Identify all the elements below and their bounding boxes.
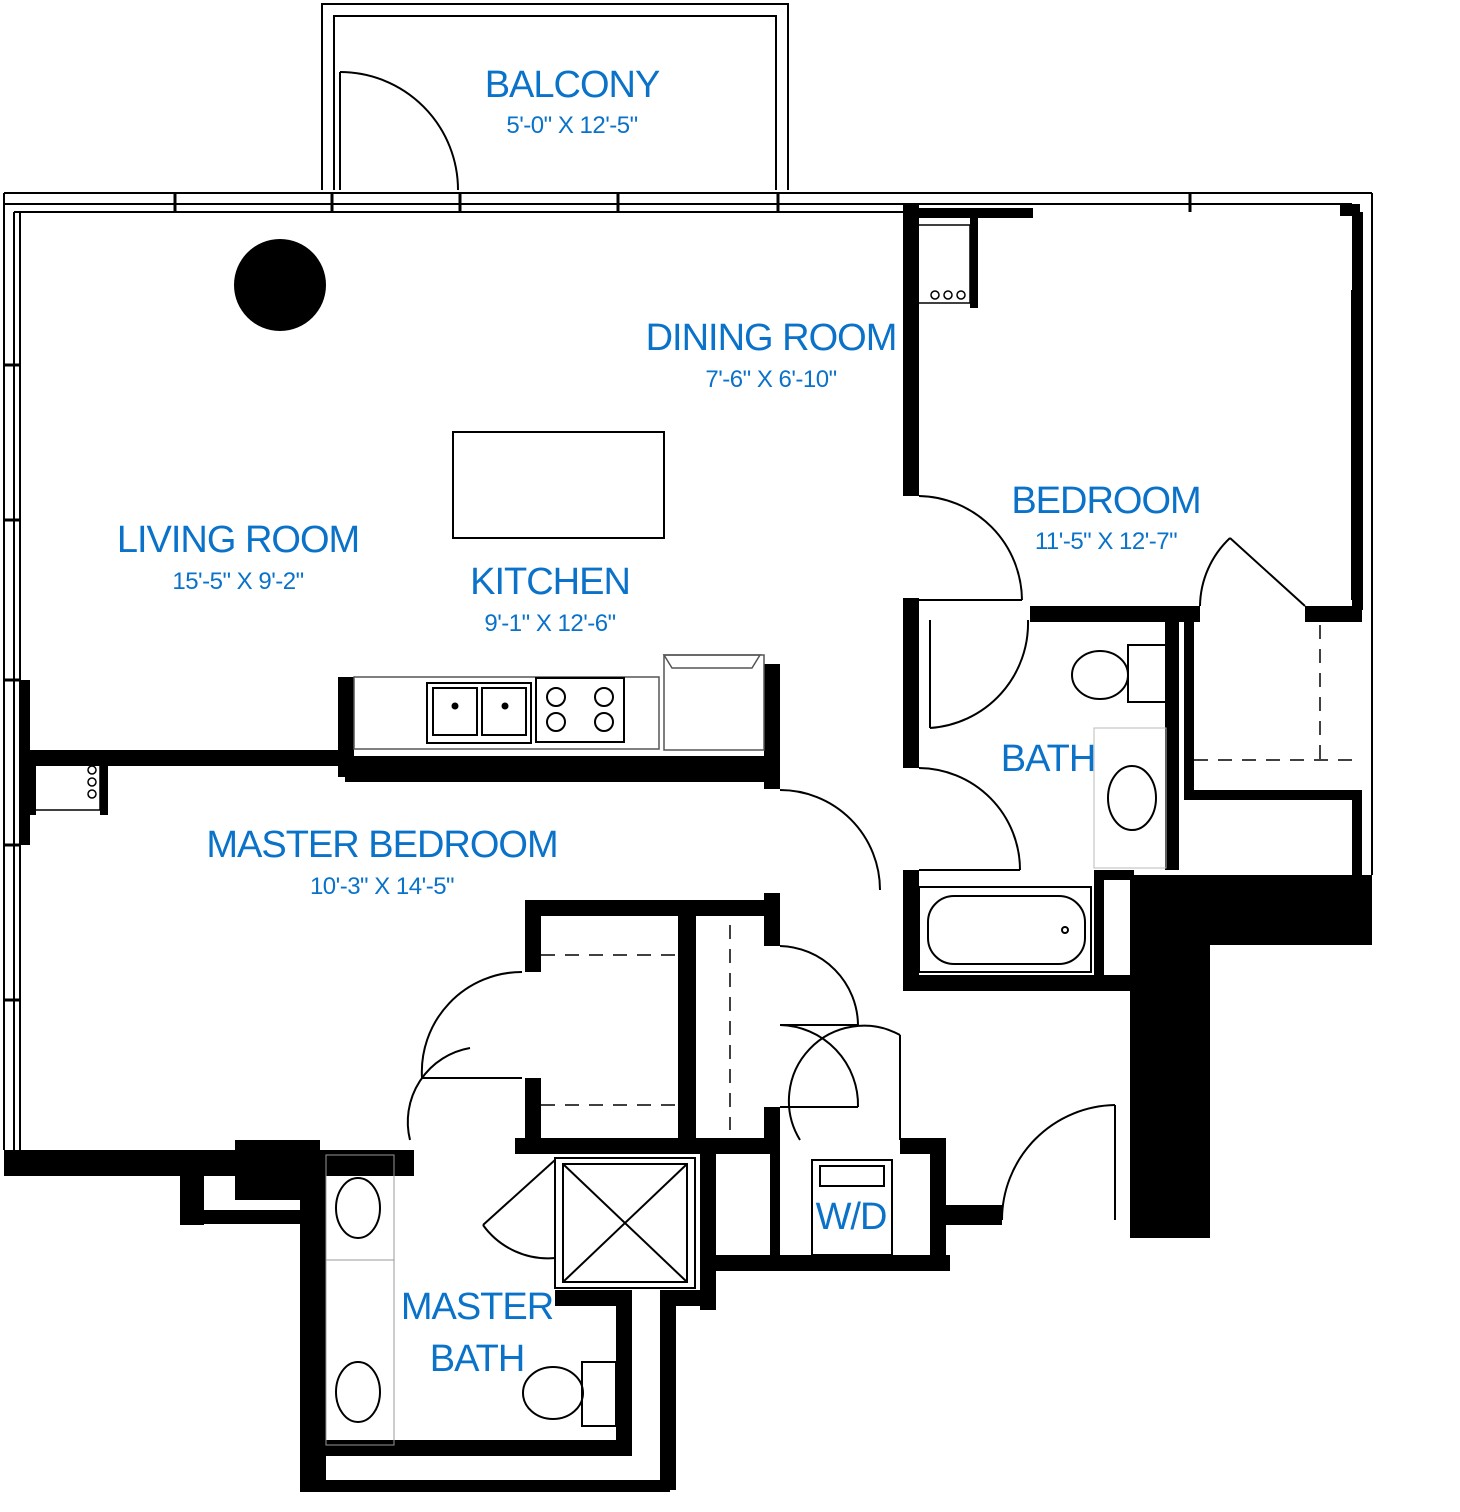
washer-dryer-icon xyxy=(811,1159,893,1256)
balcony-railing xyxy=(321,3,789,190)
wd-name: W/D xyxy=(815,1196,888,1238)
dining-room-dims: 7'-6" X 6'-10" xyxy=(705,366,837,393)
master-bath-name-line2: BATH xyxy=(429,1338,526,1380)
kitchen-island xyxy=(452,431,665,539)
stove-icon xyxy=(535,677,625,743)
master-bath-name-line1: MASTER xyxy=(400,1286,554,1328)
balcony-name: BALCONY xyxy=(484,64,661,106)
living-room-name: LIVING ROOM xyxy=(116,519,360,561)
master-bedroom-name: MASTER BEDROOM xyxy=(206,824,558,866)
sink-icon xyxy=(325,727,1167,1446)
bedroom-name: BEDROOM xyxy=(1011,480,1201,522)
balcony-dims: 5'-0" X 12'-5" xyxy=(506,112,638,139)
balcony-door-icon xyxy=(339,71,459,191)
kitchen-dims: 9'-1" X 12'-6" xyxy=(484,610,616,637)
bedroom-dims: 11'-5" X 12'-7" xyxy=(1034,528,1178,555)
column-icon xyxy=(234,239,326,331)
living-room-dims: 15'-5" X 9'-2" xyxy=(172,568,304,595)
kitchen-counter xyxy=(353,654,765,751)
kitchen-sink-icon xyxy=(426,682,532,744)
kitchen-name: KITCHEN xyxy=(470,561,631,603)
interior-walls xyxy=(4,204,1372,1492)
master-bedroom-dims: 10'-3" X 14'-5" xyxy=(309,873,455,900)
bathtub-icon xyxy=(918,886,1092,973)
bath-name: BATH xyxy=(1000,738,1097,780)
closet-shelves xyxy=(541,625,1352,1130)
water-heater-icon xyxy=(29,224,971,811)
window-mullions xyxy=(4,193,1192,1002)
toilet-icon xyxy=(522,644,1167,1427)
shower-icon xyxy=(554,1157,696,1289)
dining-room-name: DINING ROOM xyxy=(645,317,898,359)
door-swing-icon xyxy=(406,495,1306,1260)
